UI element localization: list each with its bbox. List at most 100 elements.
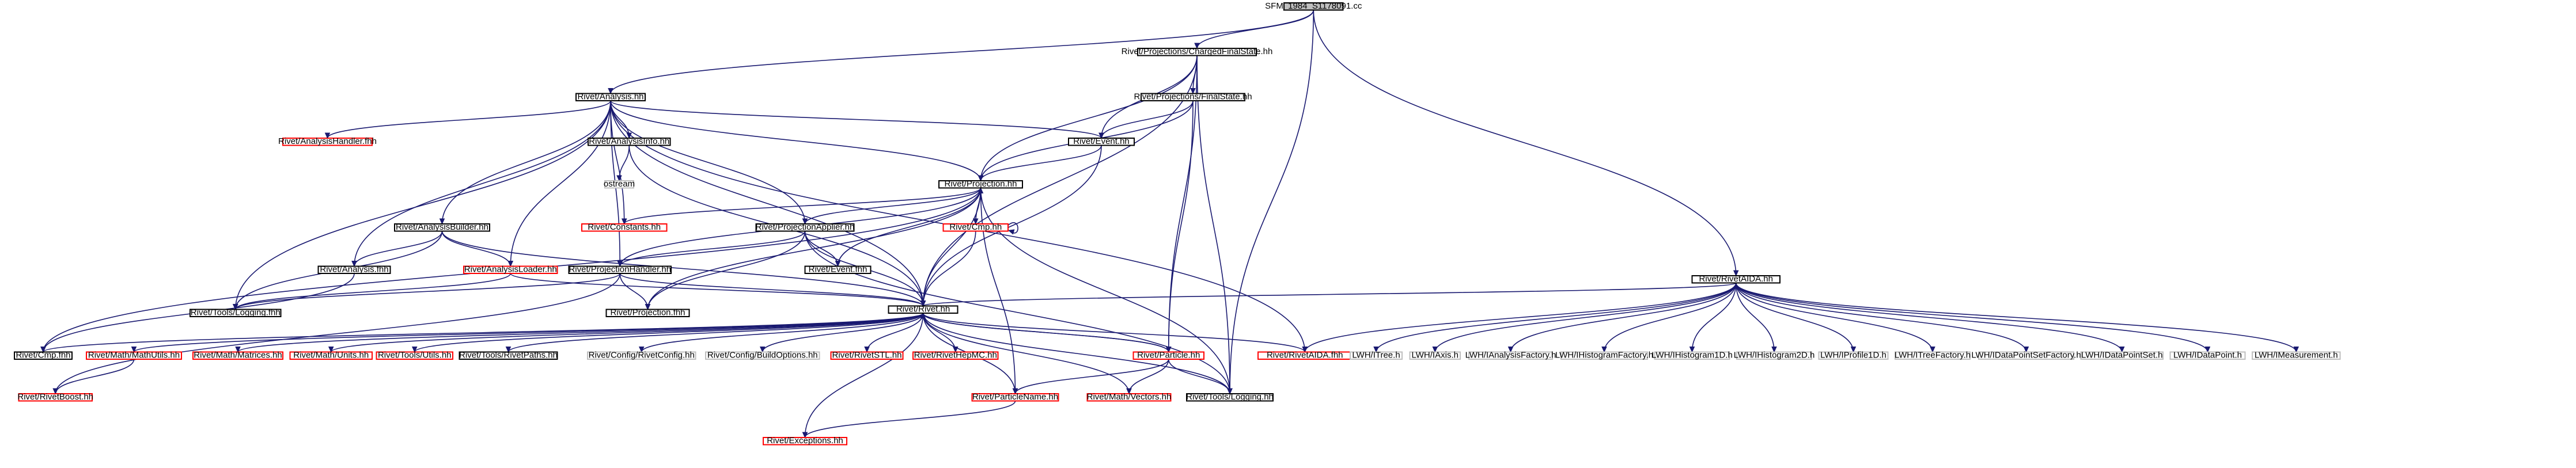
node-box xyxy=(1654,351,1730,360)
node-rivet-tools-rivetpaths-hh[interactable]: Rivet/Tools/RivetPaths.hh xyxy=(459,350,558,360)
node-box xyxy=(1068,138,1135,146)
edge-rivethh-to-exceptions xyxy=(802,313,924,439)
edge-rivetaida-to-ihistogram1d xyxy=(1689,283,1737,353)
node-box xyxy=(2080,351,2164,360)
node-rivet-analysishandler-fhh[interactable]: Rivet/AnalysisHandler.fhh xyxy=(278,136,377,146)
edges-layer xyxy=(40,10,2300,439)
node-lwh-itreefactory-h: LWH/ITreeFactory.h xyxy=(1895,350,1971,360)
node-box xyxy=(830,351,904,360)
node-rivet-analysisloader-hh[interactable]: Rivet/AnalysisLoader.hh xyxy=(463,264,558,274)
node-label: Rivet/Projections/FinalState.hh xyxy=(1134,92,1252,101)
node-label: LWH/IDataPointSetFactory.h xyxy=(1971,350,2081,360)
node-rivet-tools-logging-fhh[interactable]: Rivet/Tools/Logging.fhh xyxy=(190,307,282,317)
node-label: Rivet/Config/BuildOptions.hh xyxy=(707,350,818,360)
node-lwh-ihistogram1d-h: LWH/IHistogram1D.h xyxy=(1651,350,1733,360)
node-box xyxy=(459,351,558,360)
node-box xyxy=(190,309,282,317)
edge-cfs-to-logginghh xyxy=(1196,55,1233,395)
node-label: Rivet/RivetAIDA.hh xyxy=(1699,274,1773,284)
node-box xyxy=(604,180,634,189)
node-rivet-math-matrices-hh[interactable]: Rivet/Math/Matrices.hh xyxy=(192,350,283,360)
edge-projection-to-papplier xyxy=(802,188,982,225)
edge-projection-to-logginghh xyxy=(980,188,1233,395)
node-label: Rivet/Config/RivetConfig.hh xyxy=(589,350,695,360)
node-box xyxy=(1409,351,1461,360)
node-rivet-config-buildoptions-hh: Rivet/Config/BuildOptions.hh xyxy=(705,350,820,360)
node-rivet-projections-chargedfinalstate-hh[interactable]: Rivet/Projections/ChargedFinalState.hh xyxy=(1122,47,1273,56)
edge-phandler-to-projfhh xyxy=(619,273,651,310)
edge-rivetaida-to-imeasurement xyxy=(1735,283,2300,353)
edge-abuilder-to-aloader xyxy=(441,231,514,267)
node-box xyxy=(588,138,671,146)
node-box xyxy=(282,138,373,146)
node-label: Rivet/RivetBoost.hh xyxy=(17,392,93,402)
node-rivet-math-vectors-hh[interactable]: Rivet/Math/Vectors.hh xyxy=(1086,392,1172,402)
node-rivet-rivethepmc-hh[interactable]: Rivet/RivetHepMC.hh xyxy=(912,350,999,360)
edge-papplier-to-logginghh xyxy=(804,231,1233,395)
node-rivet-analysis-hh[interactable]: Rivet/Analysis.hh xyxy=(575,92,646,101)
node-rivet-projection-fhh[interactable]: Rivet/Projection.fhh xyxy=(605,307,690,317)
node-lwh-imeasurement-h: LWH/IMeasurement.h xyxy=(2252,350,2341,360)
node-box xyxy=(938,180,1023,189)
node-lwh-ihistogram2d-h: LWH/IHistogram2D.h xyxy=(1734,350,1815,360)
node-label: LWH/ITreeFactory.h xyxy=(1895,350,1971,360)
node-rivet-rivetboost-hh[interactable]: Rivet/RivetBoost.hh xyxy=(17,392,93,402)
node-rivet-particle-hh[interactable]: Rivet/Particle.hh xyxy=(1132,350,1204,360)
node-rivet-constants-hh[interactable]: Rivet/Constants.hh xyxy=(581,222,668,232)
node-rivet-event-fhh[interactable]: Rivet/Event.fhh xyxy=(804,264,872,274)
node-rivet-particlename-hh[interactable]: Rivet/ParticleName.hh xyxy=(971,392,1059,402)
node-rivet-projection-hh[interactable]: Rivet/Projection.hh xyxy=(938,179,1023,189)
node-rivet-analysisinfo-hh[interactable]: Rivet/AnalysisInfo.hh xyxy=(588,136,671,146)
node-rivet-exceptions-hh[interactable]: Rivet/Exceptions.hh xyxy=(763,436,847,446)
edge-papplier-to-phandler xyxy=(617,231,806,267)
edge-particle-to-particlename xyxy=(1012,359,1169,395)
node-rivet-analysisbuilder-hh[interactable]: Rivet/AnalysisBuilder.hh xyxy=(394,222,490,232)
node-box xyxy=(463,265,558,274)
node-box xyxy=(888,305,959,314)
node-box xyxy=(1691,275,1781,284)
node-box xyxy=(1141,93,1245,101)
node-label: LWH/IHistogram1D.h xyxy=(1651,350,1733,360)
node-lwh-idatapointset-h: LWH/IDataPointSet.h xyxy=(2080,350,2164,360)
node-box xyxy=(971,393,1059,402)
node-label: Rivet/Tools/Utils.hh xyxy=(378,350,452,360)
node-label: Rivet/Event.fhh xyxy=(809,264,867,274)
node-lwh-idatapoint-h: LWH/IDataPoint.h xyxy=(2169,350,2246,360)
node-box xyxy=(605,309,690,317)
node-label: LWH/ITree.h xyxy=(1352,350,1400,360)
node-label: Rivet/ParticleName.hh xyxy=(972,392,1058,402)
node-rivet-projections-finalstate-hh[interactable]: Rivet/Projections/FinalState.hh xyxy=(1134,92,1252,101)
edge-aloader-to-rivethh xyxy=(510,273,926,307)
node-rivet-analysis-fhh[interactable]: Rivet/Analysis.fhh xyxy=(317,264,391,274)
edge-analysis-to-event xyxy=(610,100,1104,139)
node-rivet-tools-logging-hh[interactable]: Rivet/Tools/Logging.hh xyxy=(1186,392,1274,402)
node-rivet-rivetaida-fhh[interactable]: Rivet/RivetAIDA.fhh xyxy=(1257,350,1353,360)
node-lwh-ianalysisfactory-h: LWH/IAnalysisFactory.h xyxy=(1465,350,1556,360)
edge-cmp-to-projection xyxy=(975,187,984,225)
node-rivet-event-hh[interactable]: Rivet/Event.hh xyxy=(1068,136,1135,146)
edge-rivethh-to-mathutils xyxy=(131,313,924,353)
edge-analysis-to-ahandler xyxy=(324,100,611,139)
edge-analysis-to-aloader xyxy=(507,100,611,267)
node-label: LWH/IHistogram2D.h xyxy=(1734,350,1815,360)
node-rivet-rivetaida-hh[interactable]: Rivet/RivetAIDA.hh xyxy=(1691,274,1781,284)
node-rivet-projectionapplier-hh[interactable]: Rivet/ProjectionApplier.hh xyxy=(755,222,855,232)
node-label: Rivet/Event.hh xyxy=(1073,136,1130,146)
node-label: Rivet/Tools/Logging.fhh xyxy=(191,307,281,317)
node-lwh-iaxis-h: LWH/IAxis.h xyxy=(1409,350,1461,360)
node-rivet-rivet-hh[interactable]: Rivet/Rivet.hh xyxy=(888,304,959,314)
node-rivet-math-units-hh[interactable]: Rivet/Math/Units.hh xyxy=(289,350,373,360)
node-label: Rivet/AnalysisLoader.hh xyxy=(464,264,557,274)
node-rivet-rivetstl-hh[interactable]: Rivet/RivetSTL.hh xyxy=(830,350,904,360)
edge-rivethh-to-rivetaidafhh xyxy=(922,313,1308,353)
node-label: LWH/IAnalysisFactory.h xyxy=(1465,350,1556,360)
node-rivet-math-mathutils-hh[interactable]: Rivet/Math/MathUtils.hh xyxy=(86,350,182,360)
node-rivet-tools-utils-hh[interactable]: Rivet/Tools/Utils.hh xyxy=(376,350,453,360)
edge-event-to-projection xyxy=(978,145,1102,182)
node-box xyxy=(942,223,1009,232)
edge-fs-to-particle xyxy=(1165,100,1194,353)
node-rivet-projectionhandler-hh[interactable]: Rivet/ProjectionHandler.hh xyxy=(568,264,672,274)
node-rivet-cmp-hh[interactable]: Rivet/Cmp.hh xyxy=(942,222,1009,232)
node-label: LWH/IProfile1D.h xyxy=(1820,350,1886,360)
node-rivet-cmp-fhh[interactable]: Rivet/Cmp.fhh xyxy=(14,350,73,360)
